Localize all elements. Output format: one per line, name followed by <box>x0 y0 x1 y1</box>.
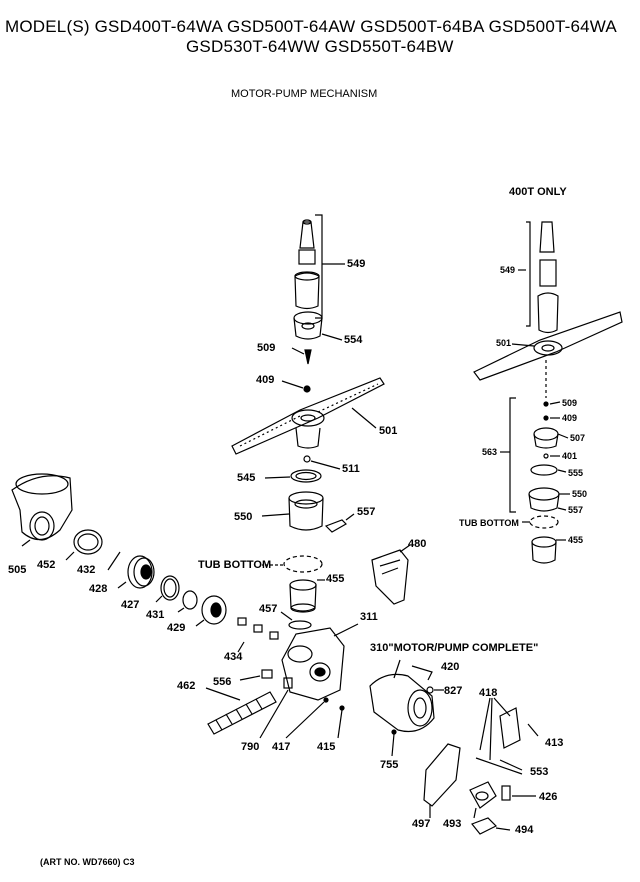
drain-hose-462 <box>205 687 277 735</box>
inset-parts-stack <box>500 397 570 564</box>
solenoid-493 <box>469 781 497 819</box>
bracket-497 <box>423 743 461 818</box>
art-number: (ART NO. WD7660) C3 <box>40 857 135 867</box>
part-label-545: 545 <box>237 472 256 484</box>
part-755 <box>391 729 397 757</box>
part-label-755: 755 <box>380 759 399 771</box>
part-494 <box>471 817 511 835</box>
part-label-827: 827 <box>444 685 463 697</box>
part-label-556: 556 <box>213 676 232 688</box>
shield-480 <box>371 544 411 605</box>
ring-457 <box>280 611 312 630</box>
inset-tub-bottom-label: TUB BOTTOM <box>459 518 519 528</box>
lower-spray-arm-501 <box>231 377 385 455</box>
inset-part-label-563: 563 <box>482 447 498 457</box>
models-line-1: MODEL(S) GSD400T-64WA GSD500T-64AW GSD50… <box>5 17 617 36</box>
housing-505 <box>11 473 73 547</box>
part-label-462: 462 <box>177 680 196 692</box>
inset-part-label-455: 455 <box>568 535 584 545</box>
part-label-509: 509 <box>257 342 276 354</box>
part-label-455: 455 <box>326 573 345 585</box>
clip-557 <box>324 513 355 533</box>
part-label-557: 557 <box>357 506 376 518</box>
inset-spray-arm-501 <box>473 311 623 381</box>
part-label-426: 426 <box>539 791 558 803</box>
inset-spray-tube-549 <box>518 221 559 334</box>
tub-bottom-main <box>262 555 323 573</box>
part-827 <box>426 686 444 694</box>
part-label-553: 553 <box>530 766 549 778</box>
part-409 <box>281 380 311 393</box>
part-label-428: 428 <box>89 583 108 595</box>
part-label-427: 427 <box>121 599 140 611</box>
housing-550 <box>261 491 324 531</box>
fitting-455 <box>289 579 325 613</box>
ring-427 <box>155 575 180 603</box>
seal-431 <box>177 590 198 613</box>
inset-part-label-557: 557 <box>568 505 584 515</box>
part-label-457: 457 <box>259 603 278 615</box>
inset-title: 400T ONLY <box>509 186 567 198</box>
part-label-505: 505 <box>8 564 27 576</box>
inset-part-label-509: 509 <box>562 398 578 408</box>
part-420 <box>411 665 433 681</box>
part-label-501: 501 <box>379 425 398 437</box>
part-509 <box>291 347 312 365</box>
part-label-431: 431 <box>146 609 165 621</box>
inset-part-label-550: 550 <box>572 489 588 499</box>
part-label-511: 511 <box>342 463 360 475</box>
part-label-497: 497 <box>412 818 431 830</box>
part-label-417: 417 <box>272 741 291 753</box>
pump-housing-311 <box>281 623 359 701</box>
part-label-434: 434 <box>224 651 243 663</box>
part-label-493: 493 <box>443 818 462 830</box>
part-label-415: 415 <box>317 741 336 753</box>
part-label-452: 452 <box>37 559 56 571</box>
part-label-418: 418 <box>479 687 498 699</box>
diagram-subtitle: MOTOR-PUMP MECHANISM <box>231 88 378 100</box>
seal-545 <box>264 469 322 483</box>
tub-bottom-label: TUB BOTTOM <box>198 559 272 571</box>
part-label-413: 413 <box>545 737 564 749</box>
part-415 <box>337 705 345 739</box>
part-label-311: 311 <box>360 611 378 623</box>
upper-spray-tube-549 <box>294 214 345 319</box>
washer-511 <box>303 455 341 470</box>
clamp-452 <box>65 529 103 561</box>
part-label-550: 550 <box>234 511 253 523</box>
part-label-549: 549 <box>347 258 366 270</box>
part-553 <box>475 757 523 775</box>
motor-pump-complete-label: 310"MOTOR/PUMP COMPLETE" <box>370 642 539 654</box>
part-label-494: 494 <box>515 824 534 836</box>
part-413 <box>527 723 539 737</box>
screws-434 <box>237 617 279 653</box>
part-label-432: 432 <box>77 564 96 576</box>
part-417 <box>285 697 329 739</box>
part-label-409: 409 <box>256 374 275 386</box>
chopper-429 <box>195 595 227 627</box>
inset-part-label-401: 401 <box>562 451 578 461</box>
part-790 <box>259 677 293 739</box>
part-label-554: 554 <box>344 334 363 346</box>
part-label-790: 790 <box>241 741 260 753</box>
part-556 <box>239 669 273 681</box>
part-426 <box>501 785 536 801</box>
part-label-420: 420 <box>441 661 460 673</box>
inset-part-label-507: 507 <box>570 433 586 443</box>
nut-554 <box>293 311 343 341</box>
part-432 <box>107 551 121 571</box>
part-label-429: 429 <box>167 622 186 634</box>
models-line-2: GSD530T-64WW GSD550T-64BW <box>186 37 454 56</box>
part-label-480: 480 <box>408 538 427 550</box>
inset-part-label-549: 549 <box>500 265 516 275</box>
inset-part-label-555: 555 <box>568 468 584 478</box>
impeller-428 <box>117 555 155 589</box>
motor-310 <box>369 659 435 733</box>
inset-part-label-409: 409 <box>562 413 578 423</box>
inset-part-label-501: 501 <box>496 338 512 348</box>
bracket-418 <box>479 697 521 761</box>
